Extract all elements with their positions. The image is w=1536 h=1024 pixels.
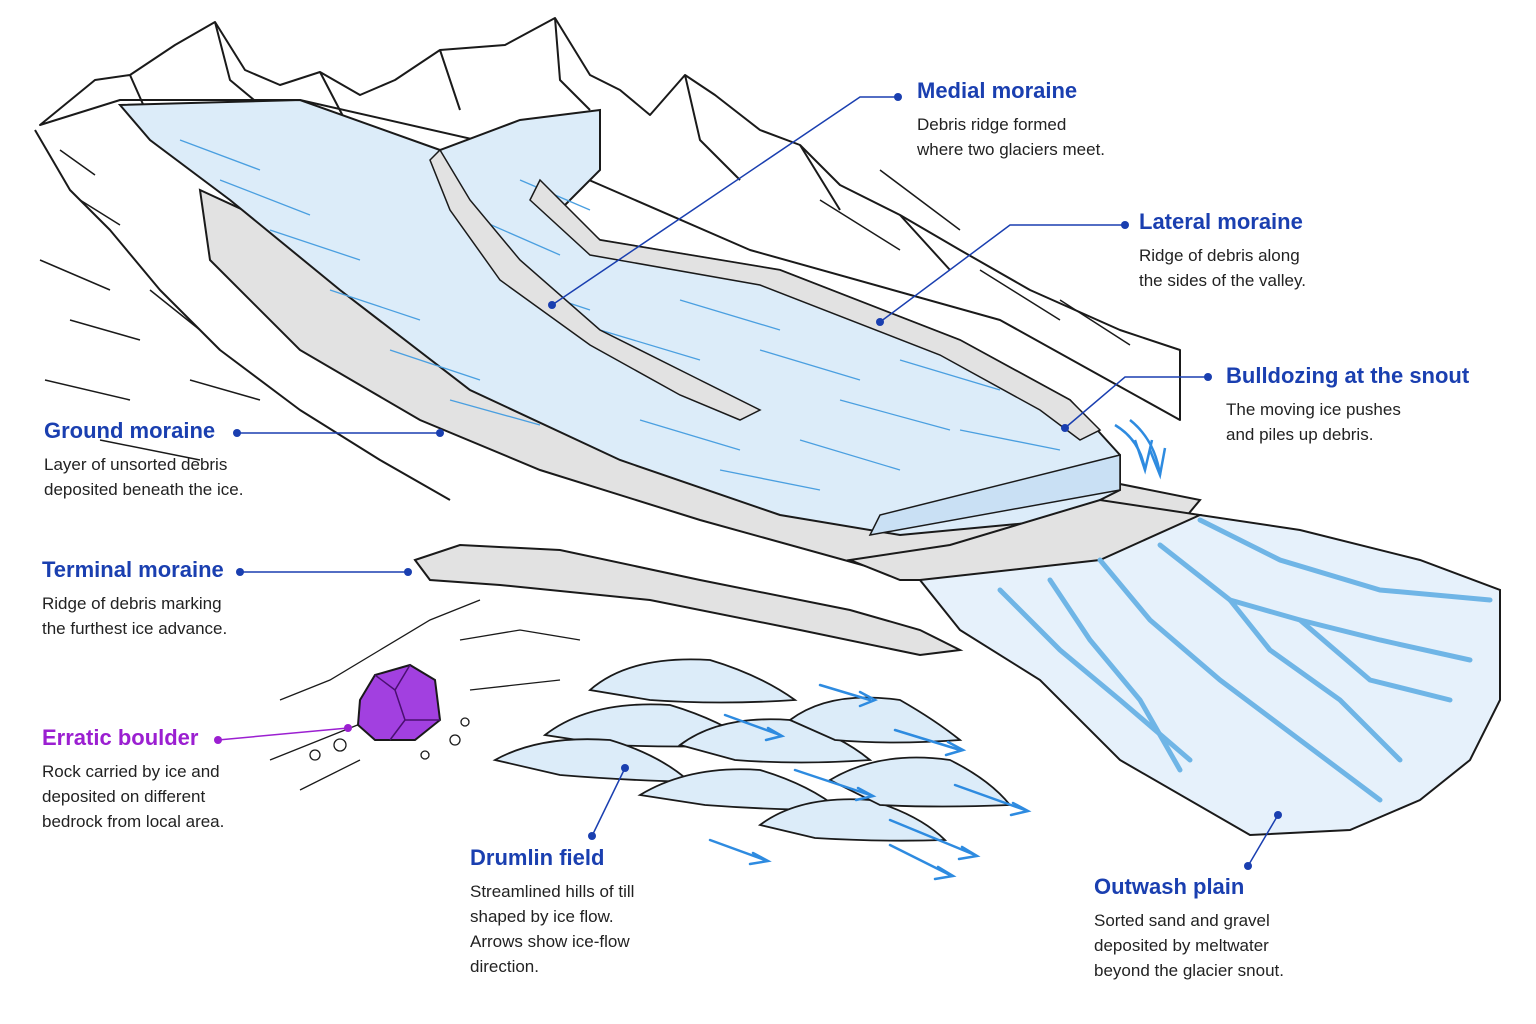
label-description: Debris ridge formed where two glaciers m…: [917, 115, 1106, 159]
erratic-leader-dots: [214, 724, 352, 744]
label-description: The moving ice pushes and piles up debri…: [1226, 400, 1401, 444]
lateral-moraine-ridge: [529, 178, 1102, 441]
erratic-leader-line: [217, 727, 349, 741]
label-title: Medial moraine: [917, 78, 1078, 103]
label-title: Outwash plain: [1094, 874, 1245, 899]
label-erratic-boulder: Erratic boulder Rock carried by ice and …: [42, 725, 224, 834]
label-description: Streamlined hills of till shaped by ice …: [470, 882, 635, 976]
label-terminal-moraine: Terminal moraine Ridge of debris marking…: [42, 557, 227, 641]
meltwater-channel: [997, 517, 1493, 803]
lowland-bedrock: [269, 599, 581, 791]
label-title: Ground moraine: [44, 418, 216, 443]
label-ground-moraine: Ground moraine Layer of unsorted debris …: [44, 418, 243, 502]
label-description: Rock carried by ice and deposited on dif…: [42, 762, 225, 831]
label-medial-moraine: Medial moraine Debris ridge formed where…: [917, 78, 1105, 162]
label-description: Layer of unsorted debris deposited benea…: [44, 455, 244, 499]
label-lateral-moraine: Lateral moraine Ridge of debris along th…: [1139, 209, 1306, 293]
bulldozing-arrows: [1114, 419, 1167, 480]
medial-moraine-ridge: [429, 148, 762, 421]
label-drumlin-field: Drumlin field Streamlined hills of till …: [470, 845, 634, 979]
label-title: Drumlin field: [470, 845, 605, 870]
label-description: Ridge of debris marking the furthest ice…: [42, 594, 228, 638]
leader-lines: [237, 96, 1279, 867]
label-title: Lateral moraine: [1139, 209, 1303, 234]
label-description: Sorted sand and gravel deposited by melt…: [1094, 911, 1284, 980]
ice-flow-arrow: [708, 683, 1032, 881]
label-title: Erratic boulder: [42, 725, 199, 750]
label-description: Ridge of debris along the sides of the v…: [1139, 246, 1306, 290]
leader-dots: [233, 93, 1282, 870]
drumlin: [492, 658, 1012, 842]
mountain-range: [34, 17, 1181, 501]
label-bulldozing: Bulldozing at the snout The moving ice p…: [1226, 363, 1469, 447]
label-outwash-plain: Outwash plain Sorted sand and gravel dep…: [1094, 874, 1284, 983]
label-title: Bulldozing at the snout: [1226, 363, 1470, 388]
erratic-boulder: [309, 663, 470, 761]
outwash-plain: [918, 513, 1501, 837]
label-title: Terminal moraine: [42, 557, 224, 582]
